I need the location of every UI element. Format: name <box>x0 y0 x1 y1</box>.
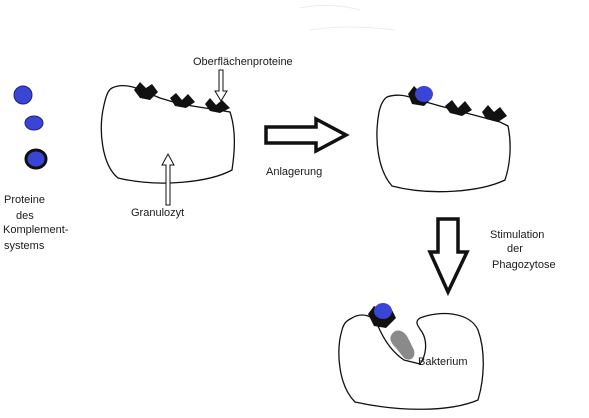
complement-label-line-1: Proteine <box>4 194 45 206</box>
complement-protein-dot-3 <box>24 148 48 170</box>
surface-protein-1b <box>170 93 195 108</box>
bound-complement-protein-2 <box>415 86 433 102</box>
surface-proteins-label: Oberflächenproteine <box>193 56 293 68</box>
stimulation-label-line-3: Phagozytose <box>492 259 556 271</box>
granulocyte-cell-2 <box>376 86 511 193</box>
faint-background-marks <box>299 4 396 31</box>
attachment-label: Anlagerung <box>266 166 322 178</box>
complement-label-line-3: Komplement- <box>3 224 69 236</box>
bacterium-label: Bakterium <box>418 356 468 368</box>
complement-protein-dot-2 <box>24 115 44 131</box>
surface-protein-1c <box>205 98 230 113</box>
complement-label-line-4: systems <box>4 240 45 252</box>
granulocyte-cell-3 <box>338 303 484 410</box>
complement-proteins <box>13 85 48 170</box>
surface-protein-2c <box>482 105 507 122</box>
process-arrow-attachment <box>264 116 350 154</box>
bacterium-shape <box>390 330 415 360</box>
pointer-arrow-surface-proteins <box>214 69 228 102</box>
complement-protein-dot-1 <box>13 85 33 105</box>
granulocyte-label: Granulozyt <box>131 207 184 219</box>
process-arrow-stimulation <box>427 217 470 297</box>
surface-protein-2b <box>445 100 472 116</box>
granulocyte-cell-1 <box>100 82 236 184</box>
surface-protein-1a <box>134 82 158 100</box>
granulocyte-outline-3 <box>338 312 484 410</box>
bound-complement-protein-3 <box>374 303 392 319</box>
stimulation-label-line-1: Stimulation <box>490 229 544 241</box>
complement-label-line-2: des <box>16 210 34 222</box>
pointer-arrow-granulocyte <box>161 152 175 206</box>
stimulation-label-line-2: der <box>507 243 523 255</box>
